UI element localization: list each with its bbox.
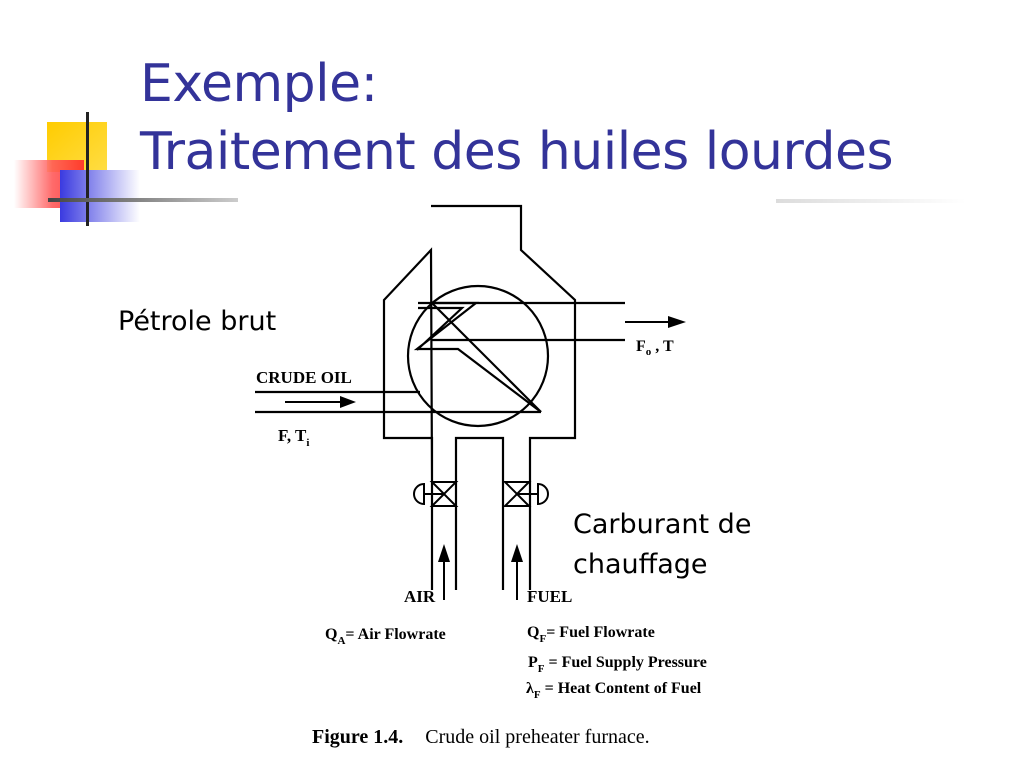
fuel-valve	[502, 481, 549, 507]
heat-exchanger-circle	[406, 284, 550, 428]
fuel-annotation: Carburant de chauffage	[573, 509, 752, 580]
outlet-variables: Fo , T	[636, 338, 674, 358]
figure-caption: Figure 1.4. Crude oil preheater furnace.	[312, 726, 650, 749]
heat-content-legend: λF = Heat Content of Fuel	[526, 680, 702, 701]
crude-inlet-pipe	[255, 390, 541, 414]
fuel-arrow	[511, 544, 523, 600]
fuel-label: FUEL	[527, 587, 572, 606]
inlet-variables: F, Ti	[278, 426, 309, 449]
crude-oil-annotation: Pétrole brut	[118, 306, 277, 337]
title-line-1: Exemple:	[140, 54, 378, 114]
outlet-arrow	[625, 316, 686, 328]
figure-number: Figure 1.4.	[312, 726, 404, 748]
fuel-duct	[501, 480, 532, 590]
inlet-arrow	[285, 396, 356, 408]
furnace-outline	[382, 204, 577, 481]
air-flowrate-legend: QA= Air Flowrate	[325, 626, 446, 647]
air-duct	[430, 480, 458, 590]
air-valve	[413, 481, 459, 507]
fuel-pressure-legend: PF = Fuel Supply Pressure	[528, 654, 707, 675]
heat-exchanger-coil	[413, 301, 542, 413]
fuel-flowrate-legend: QF= Fuel Flowrate	[527, 624, 655, 645]
crude-outlet-pipe	[418, 301, 625, 342]
decorative-corner-squares	[14, 112, 238, 226]
figure-caption-text: Crude oil preheater furnace.	[425, 726, 650, 748]
title-divider	[776, 199, 966, 203]
title-line-2: Traitement des huiles lourdes	[140, 122, 894, 182]
air-arrow	[438, 544, 450, 600]
air-label: AIR	[404, 587, 436, 606]
crude-oil-label: CRUDE OIL	[256, 368, 352, 387]
slide-title: Exemple: Traitement des huiles lourdes	[140, 50, 894, 186]
